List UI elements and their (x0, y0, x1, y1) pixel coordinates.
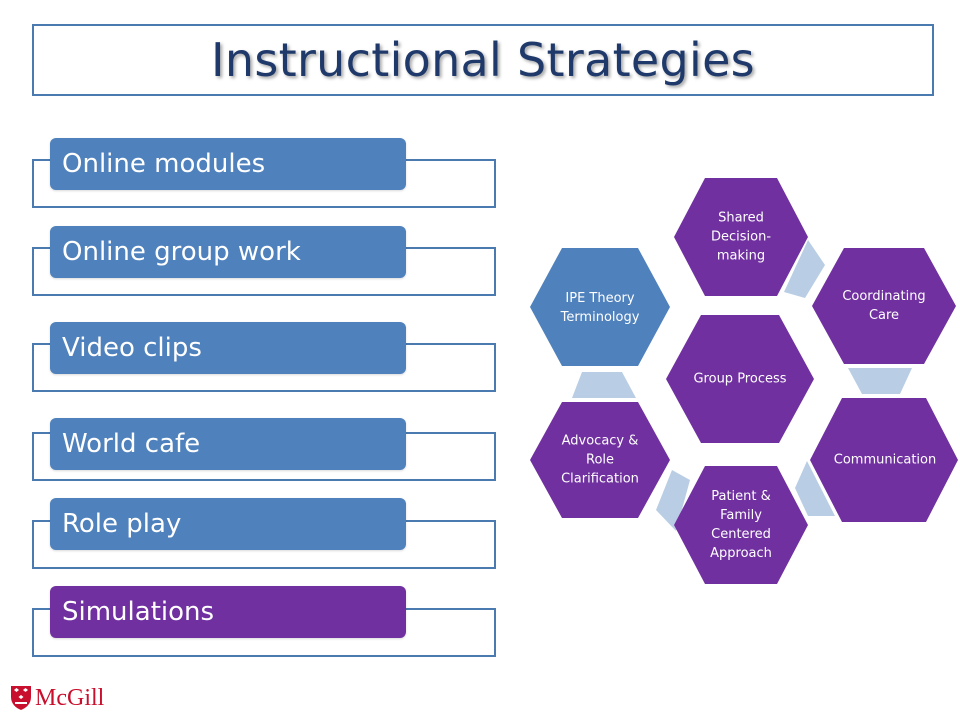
strategy-role-play: Role play (50, 498, 406, 550)
hexagon-patient-family-centered (674, 466, 808, 584)
strategy-online-group-work: Online group work (50, 226, 406, 278)
hexagon-coordinating-care (812, 248, 956, 364)
hexagon-advocacy-role-clarification (530, 402, 670, 518)
mcgill-crest-icon (11, 686, 31, 710)
logo-text: McGill (35, 684, 105, 711)
strategy-world-cafe: World cafe (50, 418, 406, 470)
hexagon-group-process (666, 315, 814, 443)
strategy-simulations: Simulations (50, 586, 406, 638)
page-title: Instructional Strategies (211, 33, 755, 87)
connector-shared-coordinating (784, 240, 825, 298)
connector-communication-patient (795, 461, 835, 516)
hexagon-communication (810, 398, 958, 522)
hexagon-shared-decision-making (674, 178, 808, 296)
mcgill-logo: McGill (10, 684, 104, 712)
strategy-online-modules: Online modules (50, 138, 406, 190)
connector-patient-advocacy (656, 470, 690, 531)
hexagon-ipe-theory-terminology (530, 248, 670, 366)
title-box: Instructional Strategies (32, 24, 934, 96)
strategy-video-clips: Video clips (50, 322, 406, 374)
connector-coordinating-communication (848, 368, 912, 394)
connector-advocacy-ipe (572, 372, 636, 398)
